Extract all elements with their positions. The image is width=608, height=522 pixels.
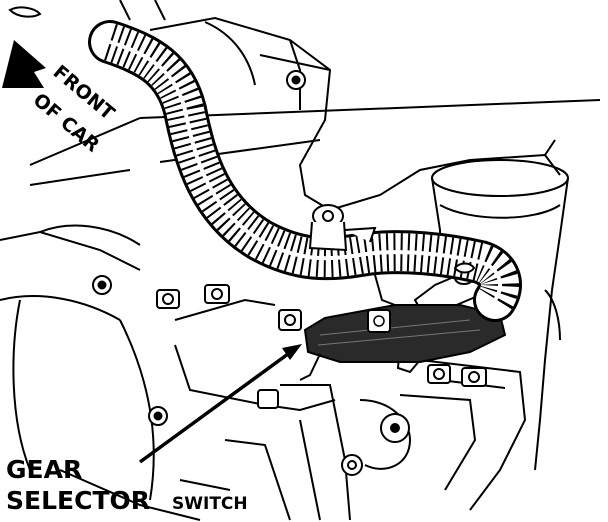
- bolt-lower-left: [257, 389, 279, 409]
- bolt-right-1: [427, 364, 451, 384]
- gear-selector-switch: [299, 304, 507, 381]
- callout-line2-main: SELECTOR: [6, 486, 150, 515]
- gear-selector-switch-callout: GEAR SELECTOR SWITCH: [6, 455, 248, 515]
- lower-boss: [341, 454, 363, 476]
- bolt-left-lower: [148, 406, 168, 426]
- bolt-center-1: [156, 289, 180, 309]
- bolt-left-upper: [92, 275, 112, 295]
- pivot-boss: [380, 413, 410, 443]
- callout-line2-suffix: SWITCH: [172, 494, 248, 514]
- bolt-switch-stud: [278, 309, 302, 331]
- callout-line1: GEAR: [6, 455, 82, 484]
- front-direction-arrow-icon: [2, 40, 46, 88]
- callout-leader: [138, 344, 302, 464]
- bolt-right-2: [461, 367, 487, 387]
- wiring-harness: [88, 20, 522, 322]
- harness-clip: [308, 204, 476, 306]
- callout-arrowhead-icon: [282, 344, 302, 360]
- bolt-upper: [286, 70, 306, 90]
- housing-bolts: [92, 70, 487, 476]
- bolt-center-2: [204, 284, 230, 304]
